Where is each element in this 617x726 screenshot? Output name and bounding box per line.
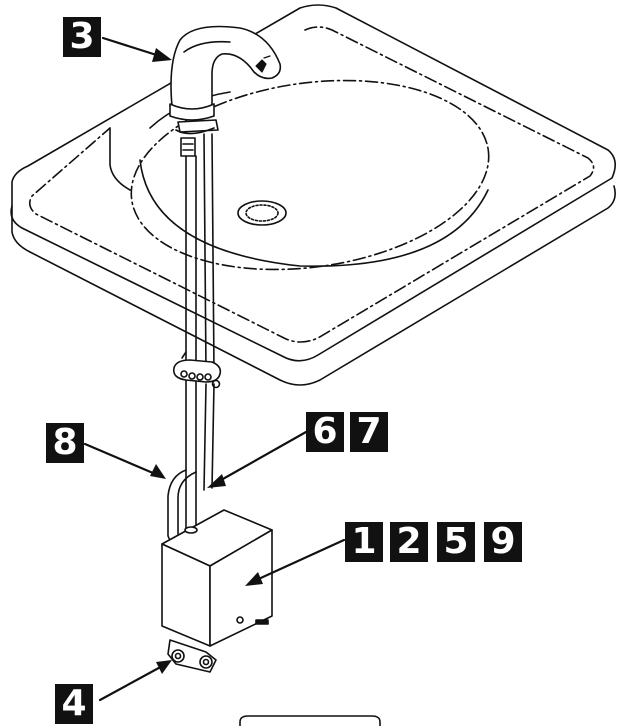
callout-3: 3 bbox=[63, 17, 101, 57]
pipe-right-a bbox=[203, 133, 207, 373]
drain-inner bbox=[245, 204, 279, 222]
sink-inner-rim-solid bbox=[109, 127, 131, 191]
pipe-right-d bbox=[211, 383, 215, 489]
box-label bbox=[255, 619, 269, 625]
bottom-frame bbox=[239, 715, 381, 726]
callout-4: 4 bbox=[55, 684, 93, 724]
mount-bracket bbox=[175, 127, 215, 135]
arrow-heads bbox=[150, 48, 263, 674]
callout-2: 2 bbox=[390, 522, 428, 562]
sink-inner-rim bbox=[28, 26, 595, 343]
callout-8: 8 bbox=[46, 423, 84, 463]
hand-sensor-icon bbox=[255, 55, 271, 73]
sink-front-edge bbox=[11, 185, 616, 386]
callout-7: 7 bbox=[350, 412, 388, 452]
callout-5: 5 bbox=[437, 522, 475, 562]
sink-outer-rim bbox=[10, 4, 616, 362]
box-indicator bbox=[236, 616, 244, 624]
callout-1: 1 bbox=[345, 522, 383, 562]
pipe-right-c bbox=[203, 383, 207, 491]
callout-9: 9 bbox=[484, 522, 522, 562]
control-box-side bbox=[209, 529, 273, 647]
drain-outer bbox=[237, 200, 287, 226]
pipe-right-b bbox=[211, 133, 215, 373]
faucet-body bbox=[170, 25, 282, 111]
callout-6: 6 bbox=[306, 412, 344, 452]
basin-bowl-bottom bbox=[139, 159, 489, 267]
leader-arrows bbox=[83, 36, 346, 702]
basin-bowl bbox=[130, 79, 490, 271]
faucet-highlight bbox=[183, 40, 231, 53]
faucet-base-ring bbox=[169, 103, 215, 121]
connector-block bbox=[180, 137, 196, 157]
mount-nut bbox=[177, 119, 219, 133]
flex-hose-inner bbox=[177, 471, 197, 535]
